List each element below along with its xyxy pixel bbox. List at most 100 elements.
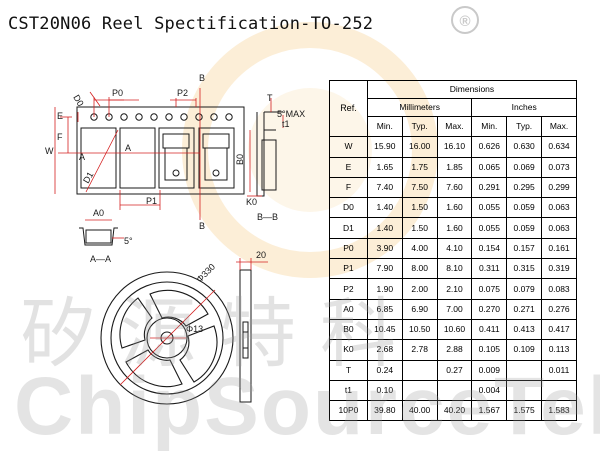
pocket-2 [119, 127, 156, 189]
value-cell-in-typ: 0.059 [506, 197, 543, 219]
table-header-row: Ref. Dimensions [329, 79, 578, 138]
value-cell-mm-max: 16.10 [436, 136, 473, 158]
label-b-top: B [199, 73, 205, 83]
value-cell-mm-max: 1.85 [436, 156, 473, 178]
label-t1: t1 [282, 119, 290, 129]
value-cell-in-typ: 0.295 [506, 176, 543, 199]
value-cell-mm-max: 1.60 [436, 197, 473, 219]
value-cell-mm-max: 7.60 [436, 176, 473, 199]
reel-side-dims [236, 258, 268, 270]
row-ref-cell: W [329, 136, 368, 158]
value-cell-in-max: 0.113 [541, 339, 577, 361]
value-cell-in-max: 0.083 [541, 278, 577, 300]
value-cell-mm-min: 1.90 [366, 278, 403, 300]
value-cell-in-min: 0.105 [471, 339, 508, 361]
table-subheader-row: Min. Typ. Max. Min. Typ. Max. [330, 115, 577, 138]
value-cell-in-min: 0.270 [471, 298, 508, 320]
value-cell-mm-min: 15.90 [366, 136, 403, 158]
label-section-bb: B—B [257, 212, 278, 222]
value-cell-in-typ: 0.109 [506, 339, 543, 361]
component-2 [202, 133, 230, 181]
reel-front-view [100, 271, 234, 405]
value-cell-mm-min: 7.40 [366, 176, 403, 199]
value-cell-in-typ: 0.059 [506, 217, 543, 239]
label-b0: B0 [235, 154, 245, 165]
pocket-4 [198, 127, 235, 189]
pocket-1 [80, 127, 117, 189]
value-cell-in-typ: 1.575 [506, 400, 543, 422]
subheader-mm-max: Max. [436, 115, 473, 138]
value-cell-mm-min: 39.80 [366, 400, 403, 422]
value-cell-in-min: 0.055 [471, 217, 508, 239]
value-cell-mm-min: 6.85 [366, 298, 403, 320]
value-cell-mm-typ: 1.50 [401, 217, 438, 239]
section-aa-labels: A0 5° A—A [90, 208, 133, 264]
pocket-3 [158, 127, 195, 189]
tape-body [76, 106, 245, 195]
label-k0: K0 [246, 197, 257, 207]
section-aa-dims [85, 219, 124, 239]
value-cell-in-min: 0.075 [471, 278, 508, 300]
label-hub-diameter: Φ13 [186, 324, 203, 334]
row-ref-cell: 10P0 [329, 400, 368, 422]
label-p2: P2 [177, 88, 188, 98]
dimensions-table: Ref. Dimensions Millimeters Inches Min. … [329, 79, 578, 422]
value-cell-mm-min: 2.68 [366, 339, 403, 361]
value-cell-in-min: 0.626 [471, 136, 508, 158]
label-p1: P1 [146, 196, 157, 206]
subheader-in-max: Max. [541, 115, 577, 138]
label-t: T [267, 93, 273, 103]
label-d1: D1 [81, 170, 95, 185]
millimeters-header: Millimeters [366, 98, 473, 117]
label-w: W [45, 146, 54, 156]
value-cell-in-typ: 0.157 [506, 237, 543, 260]
value-cell-in-max: 0.063 [541, 197, 577, 219]
label-e: E [57, 111, 63, 121]
label-angle-max: 5°MAX [277, 109, 305, 119]
value-cell-mm-typ: 7.50 [401, 176, 438, 199]
label-p0: P0 [112, 88, 123, 98]
subheader-mm-typ: Typ. [401, 115, 438, 138]
value-cell-in-max: 0.634 [541, 136, 577, 158]
row-ref-cell: D0 [329, 197, 368, 219]
reel-side-view [239, 269, 252, 403]
subheader-mm-min: Min. [366, 115, 403, 138]
value-cell-in-min: 0.065 [471, 156, 508, 178]
reel-outer [100, 271, 234, 405]
value-cell-mm-max: 7.00 [436, 298, 473, 320]
value-cell-in-min: 0.154 [471, 237, 508, 260]
label-angle-aa: 5° [124, 236, 133, 246]
value-cell-mm-typ: 16.00 [401, 136, 438, 158]
value-cell-mm-max: 1.60 [436, 217, 473, 239]
value-cell-mm-max: 2.88 [436, 339, 473, 361]
value-cell-in-typ: 0.630 [506, 136, 543, 158]
watermark-en: ChipSourceTek [14, 361, 600, 452]
value-cell-in-max: 0.161 [541, 237, 577, 260]
dimensions-header: Dimensions [366, 80, 578, 99]
value-cell-in-typ: 0.079 [506, 278, 543, 300]
value-cell-mm-min: 0.10 [366, 379, 403, 402]
value-cell-mm-max: 2.10 [436, 278, 473, 300]
reel-hub [146, 317, 188, 359]
value-cell-mm-min: 3.90 [366, 237, 403, 260]
value-cell-in-min: 1.567 [471, 400, 508, 422]
value-cell-in-typ: 0.069 [506, 156, 543, 178]
value-cell-in-typ: 0.271 [506, 298, 543, 320]
value-cell-in-max: 0.417 [541, 318, 577, 341]
value-cell-in-max: 0.276 [541, 298, 577, 320]
value-cell-in-min: 0.055 [471, 197, 508, 219]
subheader-in-typ: Typ. [506, 115, 543, 138]
label-f: F [57, 132, 63, 142]
ref-header: Ref. [329, 79, 368, 138]
component-1 [162, 133, 190, 181]
registered-mark-circle [451, 6, 479, 34]
registered-mark: ® [459, 13, 470, 30]
